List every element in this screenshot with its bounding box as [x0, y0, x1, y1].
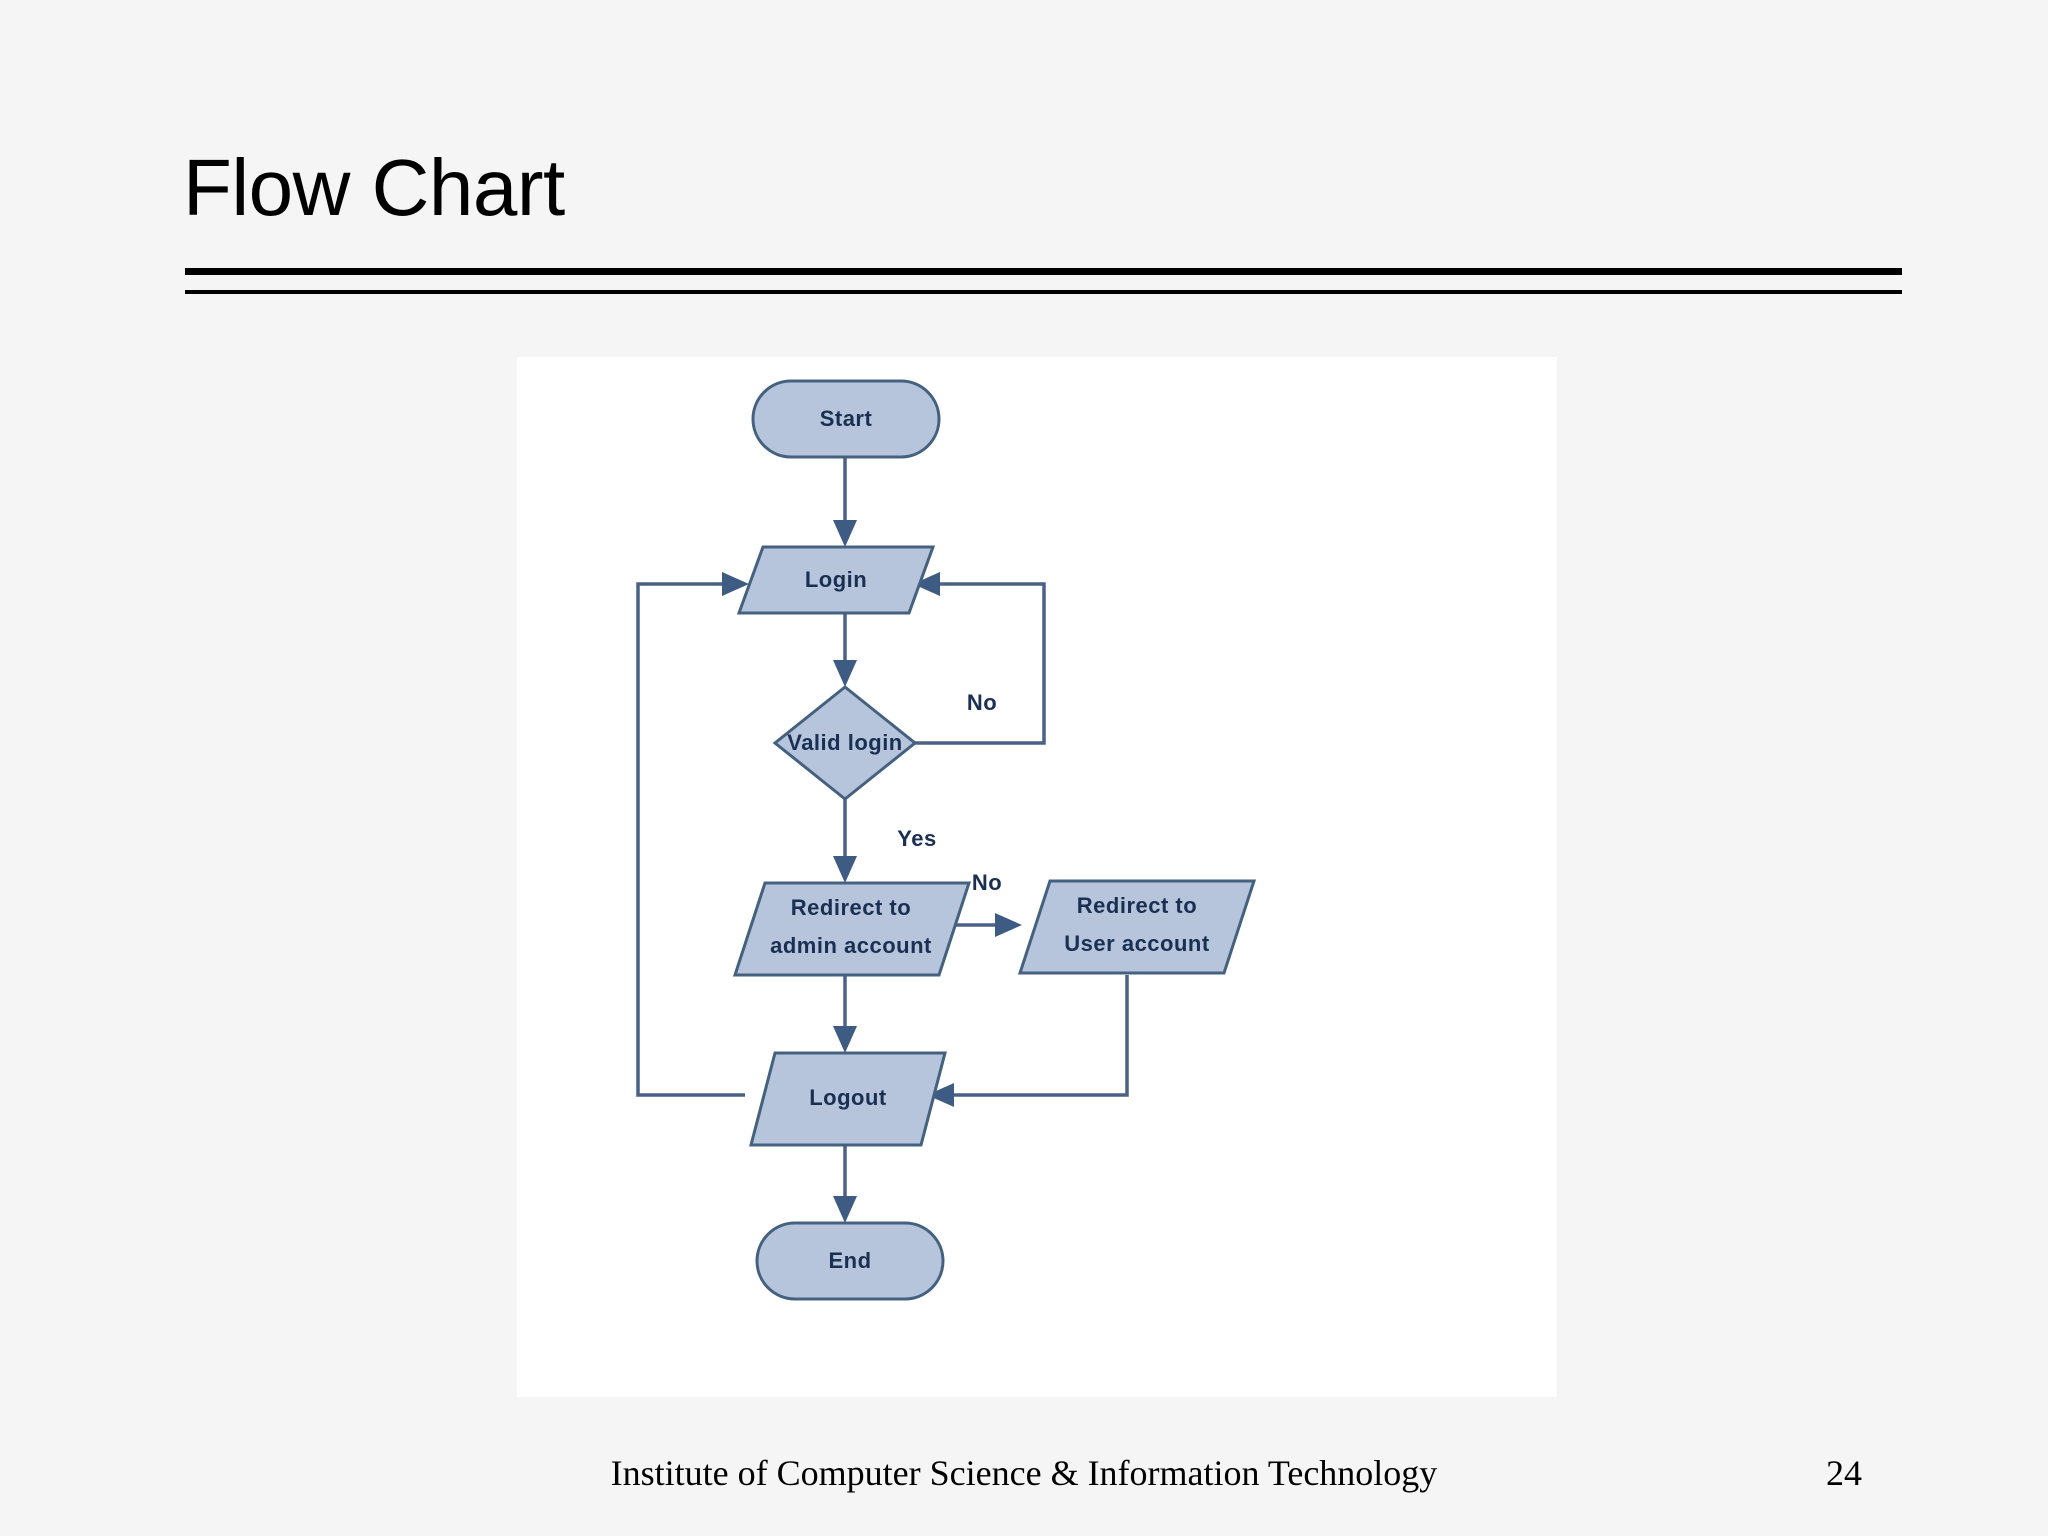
node-valid-login-label: Valid login	[787, 730, 903, 755]
page-title: Flow Chart	[183, 143, 565, 232]
page-number: 24	[1826, 1453, 1862, 1493]
node-redirect-user-label-line1: Redirect to	[1077, 893, 1197, 918]
edge-label-yes: Yes	[897, 826, 936, 851]
node-redirect-user-label-line2: User account	[1064, 931, 1210, 956]
edge-logout-to-login	[636, 572, 749, 1097]
node-end[interactable]: End	[755, 1221, 945, 1301]
flowchart-canvas: No Yes No	[517, 357, 1557, 1397]
node-start[interactable]: Start	[751, 379, 941, 459]
node-redirect-user[interactable]: Redirect to User account	[1017, 879, 1257, 975]
node-logout[interactable]: Logout	[749, 1051, 947, 1147]
edge-valid-login-yes-to-admin: Yes	[833, 799, 936, 883]
node-valid-login[interactable]: Valid login	[772, 685, 918, 801]
footer-institute-name: Institute of Computer Science & Informat…	[610, 1453, 1438, 1493]
node-redirect-admin-label-line1: Redirect to	[791, 895, 911, 920]
title-divider-thin	[185, 290, 1902, 294]
node-end-label: End	[828, 1248, 871, 1273]
edge-logout-to-end	[833, 1145, 857, 1223]
edge-admin-to-logout	[833, 975, 857, 1053]
edge-user-to-logout	[927, 975, 1129, 1107]
edge-start-to-login	[833, 457, 857, 547]
node-logout-label: Logout	[809, 1085, 887, 1110]
title-divider-thick	[185, 268, 1902, 275]
edge-label-no-not-admin: No	[972, 870, 1002, 895]
node-redirect-admin[interactable]: Redirect to admin account	[732, 881, 972, 977]
node-redirect-admin-label-line2: admin account	[770, 933, 932, 958]
edge-login-to-valid-login	[833, 613, 857, 687]
node-start-label: Start	[820, 406, 873, 431]
node-login-label: Login	[805, 567, 867, 592]
node-login[interactable]: Login	[736, 545, 936, 615]
edge-label-no-invalid: No	[967, 690, 997, 715]
edge-valid-login-no-to-login: No	[913, 572, 1046, 745]
